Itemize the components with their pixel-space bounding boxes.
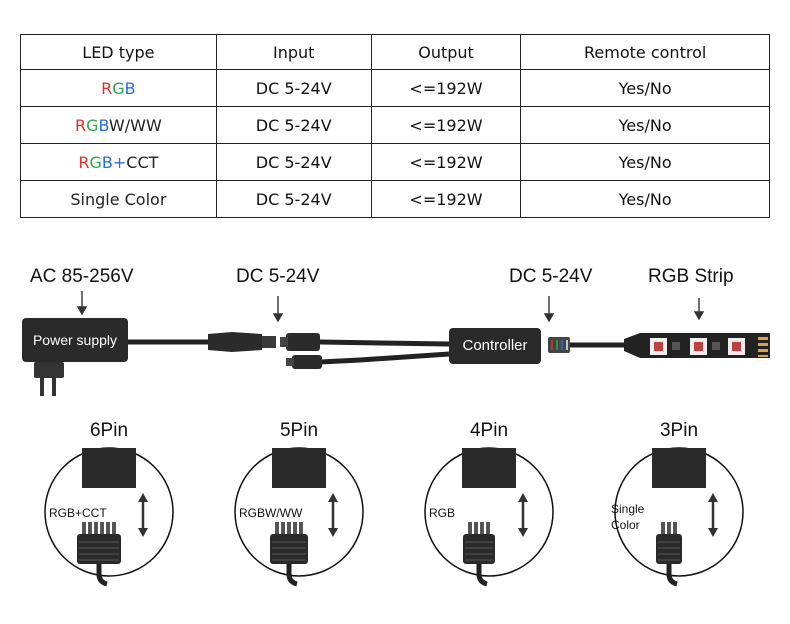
controller-block xyxy=(82,448,136,488)
pin-title: 5Pin xyxy=(279,420,319,441)
remote-cell: Yes/No xyxy=(520,69,770,107)
pin-diagram-6pin xyxy=(44,447,174,587)
arrow-down-head xyxy=(518,528,528,537)
connector-pin xyxy=(293,522,297,536)
controller-block xyxy=(272,448,326,488)
arrow-up-head xyxy=(708,493,718,502)
pin-title: 6Pin xyxy=(89,420,129,441)
pin-diagram-3pin xyxy=(614,447,744,587)
connector-pin xyxy=(275,522,279,536)
header-input: Input xyxy=(215,34,372,70)
connector-pin xyxy=(100,522,104,536)
arrow-down-head xyxy=(328,528,338,537)
connector-pin xyxy=(667,522,671,536)
connector-pin xyxy=(112,522,116,536)
pin-type-label: Single Color xyxy=(611,502,645,532)
output-connector xyxy=(548,337,570,353)
output-cell: <=192W xyxy=(370,69,522,107)
input-cell: DC 5-24V xyxy=(215,143,372,181)
arrow-up-head xyxy=(518,493,528,502)
led-type-segment: G xyxy=(112,78,125,98)
plug-cable xyxy=(96,564,108,587)
arrow-down-head xyxy=(138,528,148,537)
plug-cable xyxy=(286,564,298,587)
pin-type-label: RGB+CCT xyxy=(49,506,107,520)
controller-block xyxy=(462,448,516,488)
led-type-segment: CCT xyxy=(126,152,159,172)
led-type-segment: B xyxy=(124,78,136,98)
connector-pin xyxy=(299,522,303,536)
strip-label: RGB Strip xyxy=(648,266,734,287)
pin-type-label: RGB xyxy=(429,506,456,520)
connector-pin xyxy=(673,522,677,536)
connector-pin xyxy=(82,522,86,536)
remote-cell: Yes/No xyxy=(520,180,770,218)
connector-pin xyxy=(94,522,98,536)
input-cell: DC 5-24V xyxy=(215,69,372,107)
led-type-segment: R xyxy=(74,115,87,135)
spec-table: LED type Input Output Remote control RGB… xyxy=(20,34,770,218)
led-type-segment: Single Color xyxy=(70,189,167,209)
pin-diagram-4pin xyxy=(424,447,554,587)
connector-pin xyxy=(468,522,472,536)
led-type-segment: B xyxy=(101,152,113,172)
led-type-segment: R xyxy=(78,152,90,172)
output-cell: <=192W xyxy=(370,180,521,218)
dc-output-label: DC 5-24V xyxy=(509,266,593,287)
plug-cable xyxy=(666,564,678,587)
plug-prongs xyxy=(34,362,64,396)
dc-input-label: DC 5-24V xyxy=(236,266,320,287)
pin-diagram-5pin xyxy=(234,447,364,587)
arrow-down-head xyxy=(708,528,718,537)
led-type-segment: + xyxy=(112,152,127,172)
secondary-jack xyxy=(286,355,322,369)
header-remote-control: Remote control xyxy=(520,34,770,70)
led-type-segment: G xyxy=(86,115,99,135)
dc-jack-male xyxy=(280,333,320,351)
connector-pin xyxy=(661,522,665,536)
connector-pin xyxy=(480,522,484,536)
output-cell: <=192W xyxy=(370,106,522,144)
input-cell: DC 5-24V xyxy=(215,106,372,144)
connector-pin xyxy=(287,522,291,536)
led-type-segment: G xyxy=(89,152,102,172)
header-led-type: LED type xyxy=(20,34,217,70)
controller-box: Controller xyxy=(449,328,541,364)
arrow-up-head xyxy=(138,493,148,502)
led-type-segment: W/WW xyxy=(108,115,162,135)
power-supply-box: Power supply xyxy=(22,318,128,362)
controller-block xyxy=(652,448,706,488)
input-cell: DC 5-24V xyxy=(215,180,372,218)
pin-title: 3Pin xyxy=(659,420,699,441)
pin-type-label: RGBW/WW xyxy=(239,506,303,520)
connector-pin xyxy=(88,522,92,536)
pin-title: 4Pin xyxy=(469,420,509,441)
led-type-cell: RGB+CCT xyxy=(20,143,217,181)
connector-pin xyxy=(486,522,490,536)
plug-cable xyxy=(476,564,488,587)
dc-jack-female xyxy=(208,332,276,352)
remote-cell: Yes/No xyxy=(520,106,770,144)
table-header-row: LED type Input Output Remote control xyxy=(20,34,770,70)
ac-input-label: AC 85-256V xyxy=(30,266,134,287)
led-type-segment: R xyxy=(101,78,113,98)
connector-pin xyxy=(281,522,285,536)
led-type-segment: B xyxy=(98,115,109,135)
led-type-cell: Single Color xyxy=(20,180,217,218)
connector-pin xyxy=(106,522,110,536)
connector-pin xyxy=(474,522,478,536)
led-strip xyxy=(624,333,770,358)
down-arrows xyxy=(76,291,705,323)
arrow-up-head xyxy=(328,493,338,502)
